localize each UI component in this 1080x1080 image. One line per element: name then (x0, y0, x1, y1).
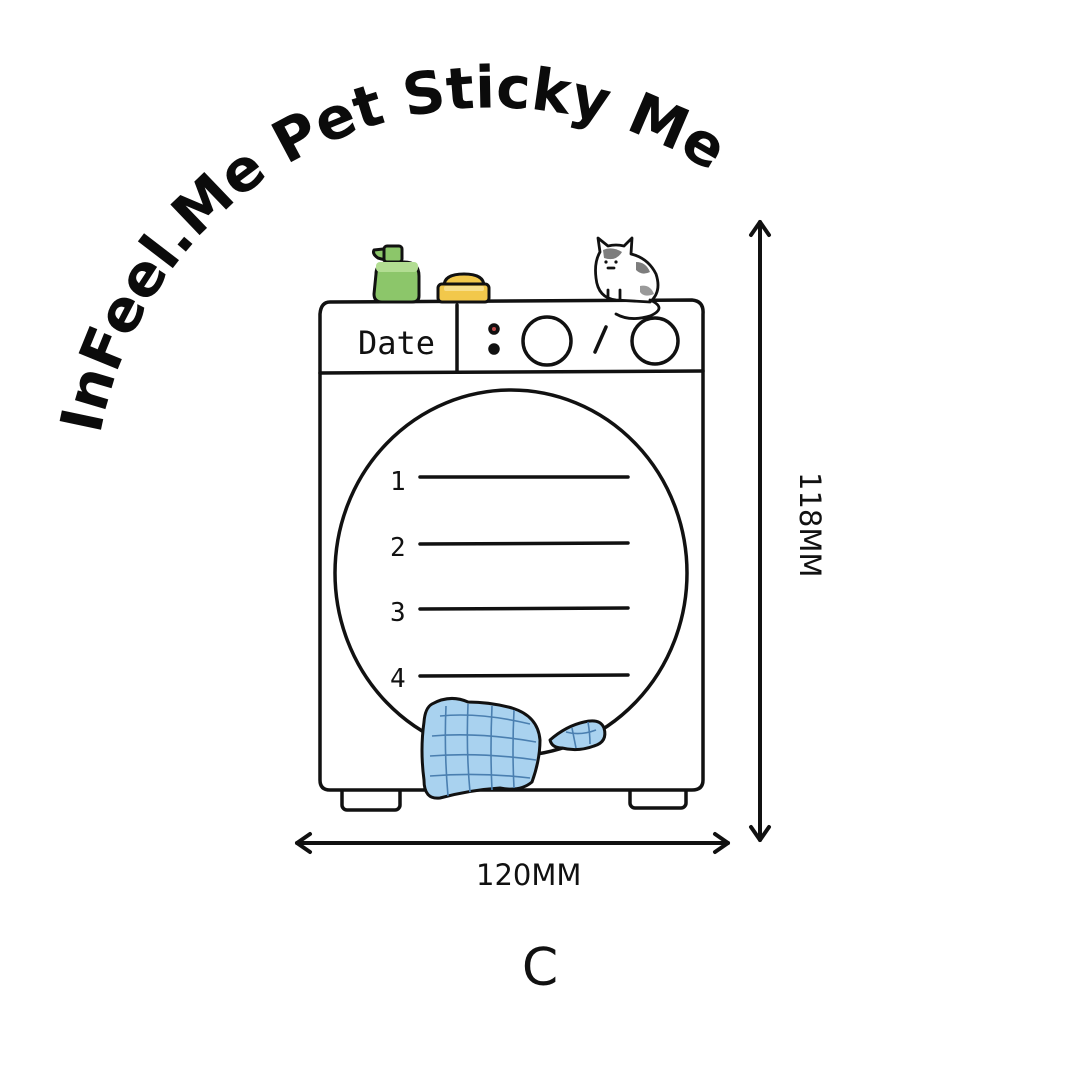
control-dot-bottom (488, 343, 500, 355)
cat-icon (594, 236, 661, 320)
memo-date-label: Date (358, 324, 435, 362)
dial-left (521, 315, 573, 367)
height-dimension-arrow (749, 220, 771, 842)
memo-line-2 (418, 541, 630, 546)
width-dimension-arrow (295, 832, 730, 854)
variant-label: C (521, 938, 559, 998)
jar-icon (436, 272, 491, 304)
control-panel-divider (318, 369, 705, 375)
memo-line-3 (418, 606, 630, 611)
memo-line-numbers: 1 2 3 4 (390, 467, 406, 694)
line-number-1: 1 (390, 467, 406, 497)
dial-right (630, 316, 680, 366)
spray-bottle-icon (372, 244, 421, 304)
dial-slash (593, 325, 608, 354)
towel-icon (420, 697, 607, 800)
memo-line-4 (418, 673, 630, 678)
line-number-3: 3 (390, 598, 406, 628)
line-number-4: 4 (390, 664, 406, 694)
width-dimension-label: 120MM (476, 858, 582, 892)
line-number-2: 2 (390, 533, 406, 563)
height-dimension-label: 118MM (793, 472, 827, 578)
